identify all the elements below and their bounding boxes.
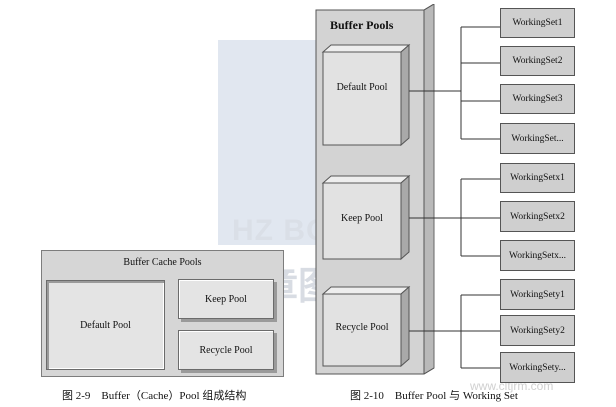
working-set-box: WorkingSety2 — [500, 315, 575, 346]
left-recycle-pool-box: Recycle Pool — [178, 330, 274, 370]
working-set-box: WorkingSety1 — [500, 279, 575, 310]
left-recycle-pool-label: Recycle Pool — [199, 344, 253, 356]
buffer-pools-title: Buffer Pools — [330, 18, 394, 32]
default-pool-cube — [321, 43, 411, 147]
working-set-box: WorkingSet3 — [500, 84, 575, 114]
keep-pool-label: Keep Pool — [341, 212, 383, 224]
working-set-box: WorkingSety... — [500, 352, 575, 383]
working-set-box: WorkingSet... — [500, 123, 575, 154]
default-pool-label: Default Pool — [336, 81, 388, 93]
working-set-box: WorkingSet1 — [500, 8, 575, 38]
working-set-box: WorkingSetx... — [500, 240, 575, 271]
working-set-box: WorkingSetx1 — [500, 163, 575, 193]
working-set-box: WorkingSet2 — [500, 46, 575, 76]
working-set-box: WorkingSetx2 — [500, 201, 575, 232]
recycle-pool-cube — [321, 285, 411, 368]
left-default-pool-box: Default Pool — [46, 280, 165, 370]
left-default-pool-label: Default Pool — [80, 319, 131, 331]
keep-pool-cube — [321, 174, 411, 261]
left-keep-pool-box: Keep Pool — [178, 279, 274, 319]
recycle-pool-label: Recycle Pool — [335, 321, 389, 333]
figure-2-9-caption: 图 2-9 Buffer（Cache）Pool 组成结构 — [62, 390, 247, 402]
left-keep-pool-label: Keep Pool — [205, 293, 247, 305]
buffer-cache-pools-title: Buffer Cache Pools — [123, 256, 202, 268]
figure-2-10-caption: 图 2-10 Buffer Pool 与 Working Set — [350, 390, 518, 402]
